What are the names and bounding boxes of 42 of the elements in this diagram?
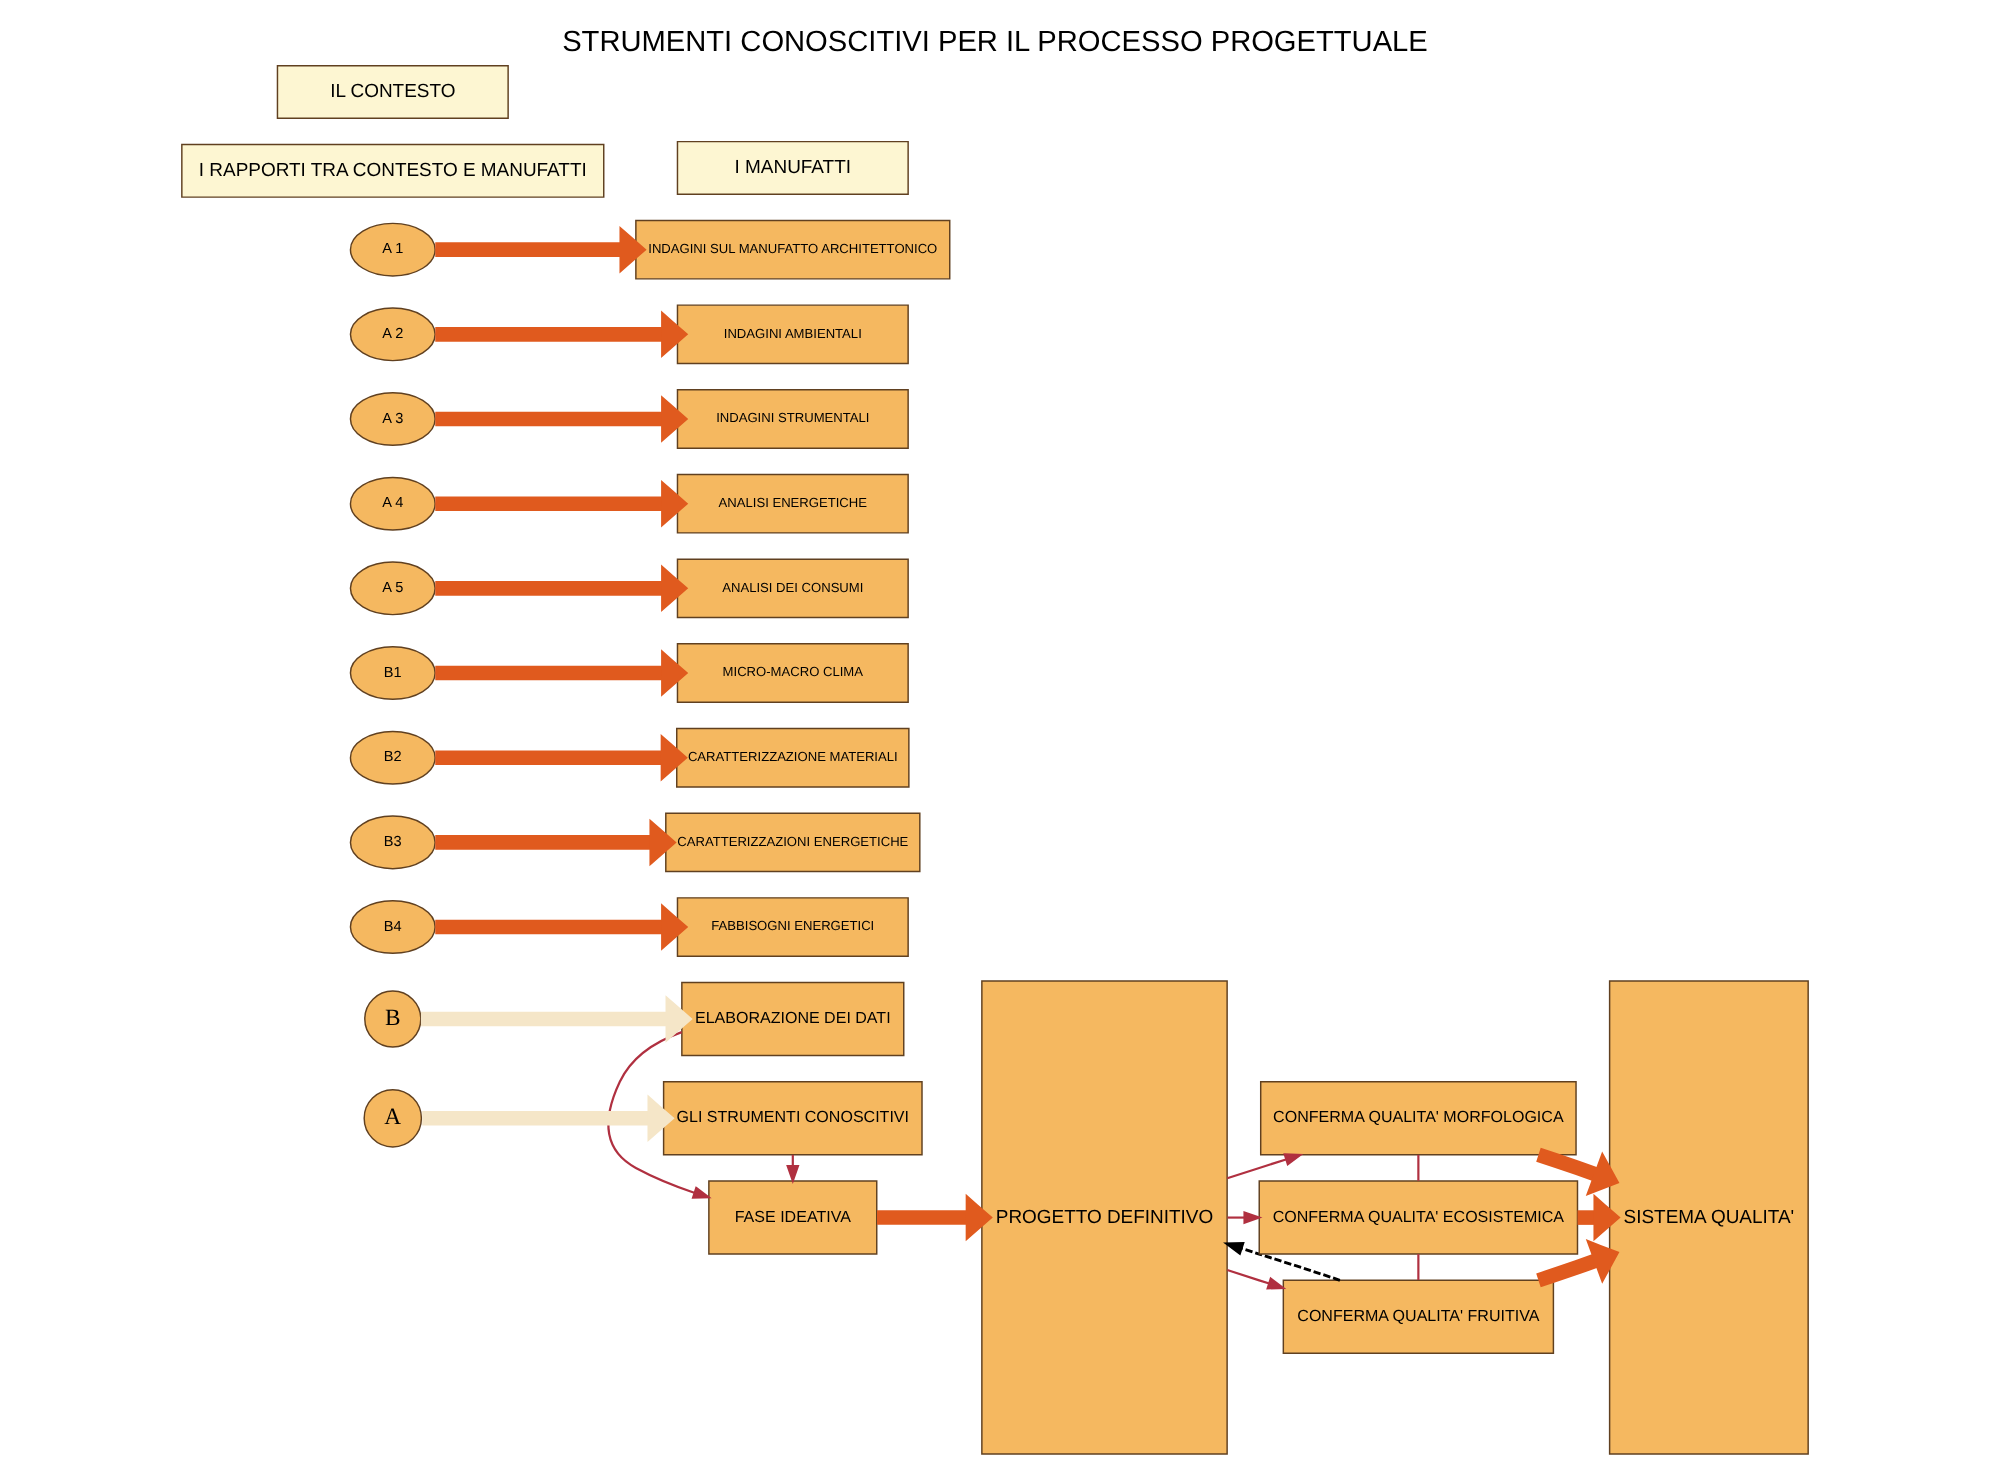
arrow xyxy=(1226,1269,1287,1290)
arrow xyxy=(435,733,688,782)
arrow xyxy=(1577,1193,1621,1242)
node-box: GLI STRUMENTI CONOSCITIVI xyxy=(662,1081,923,1156)
node-box: CONFERMA QUALITA' MORFOLOGICA xyxy=(1259,1081,1577,1156)
connector xyxy=(1417,1154,1420,1181)
node-circle: A xyxy=(363,1088,423,1148)
arrow xyxy=(435,564,689,613)
arrow xyxy=(877,1193,993,1242)
node-ellipse: A 4 xyxy=(349,476,436,531)
arrow xyxy=(607,1031,712,1199)
node-ellipse: B1 xyxy=(349,646,436,701)
node-ellipse: A 2 xyxy=(349,307,436,362)
connector xyxy=(1417,1254,1420,1280)
diagram-title: STRUMENTI CONOSCITIVI PER IL PROCESSO PROGETTUALE xyxy=(562,27,1428,60)
node-box: SISTEMA QUALITA' xyxy=(1608,980,1809,1455)
node-box: I RAPPORTI TRA CONTESTO E MANUFATTI xyxy=(181,143,605,198)
node-ellipse: A 3 xyxy=(349,392,436,447)
arrow xyxy=(435,225,647,274)
arrow xyxy=(435,903,689,951)
node-ellipse: A 5 xyxy=(349,561,436,616)
arrow xyxy=(420,995,693,1043)
node-ellipse: A 1 xyxy=(349,222,436,277)
node-circle: B xyxy=(364,990,422,1048)
arrow xyxy=(435,395,689,443)
node-box: I MANUFATTI xyxy=(676,140,909,195)
node-ellipse: B2 xyxy=(349,730,436,785)
arrow xyxy=(435,818,677,867)
node-box: IL CONTESTO xyxy=(276,65,509,119)
arrow xyxy=(1227,1210,1263,1225)
arrow xyxy=(422,1094,675,1143)
node-ellipse: B3 xyxy=(349,815,436,870)
node-box: CONFERMA QUALITA' ECOSISTEMICA xyxy=(1258,1180,1579,1255)
arrow xyxy=(435,479,689,528)
arrow xyxy=(435,649,689,697)
arrow xyxy=(1226,1153,1304,1180)
arrow xyxy=(435,310,689,359)
node-box: FASE IDEATIVA xyxy=(708,1180,878,1255)
node-box: PROGETTO DEFINITIVO xyxy=(981,980,1228,1455)
node-box: CONFERMA QUALITA' FRUITIVA xyxy=(1282,1279,1555,1355)
node-ellipse: B4 xyxy=(349,900,436,955)
node-box: ELABORAZIONE DEI DATI xyxy=(681,981,905,1057)
